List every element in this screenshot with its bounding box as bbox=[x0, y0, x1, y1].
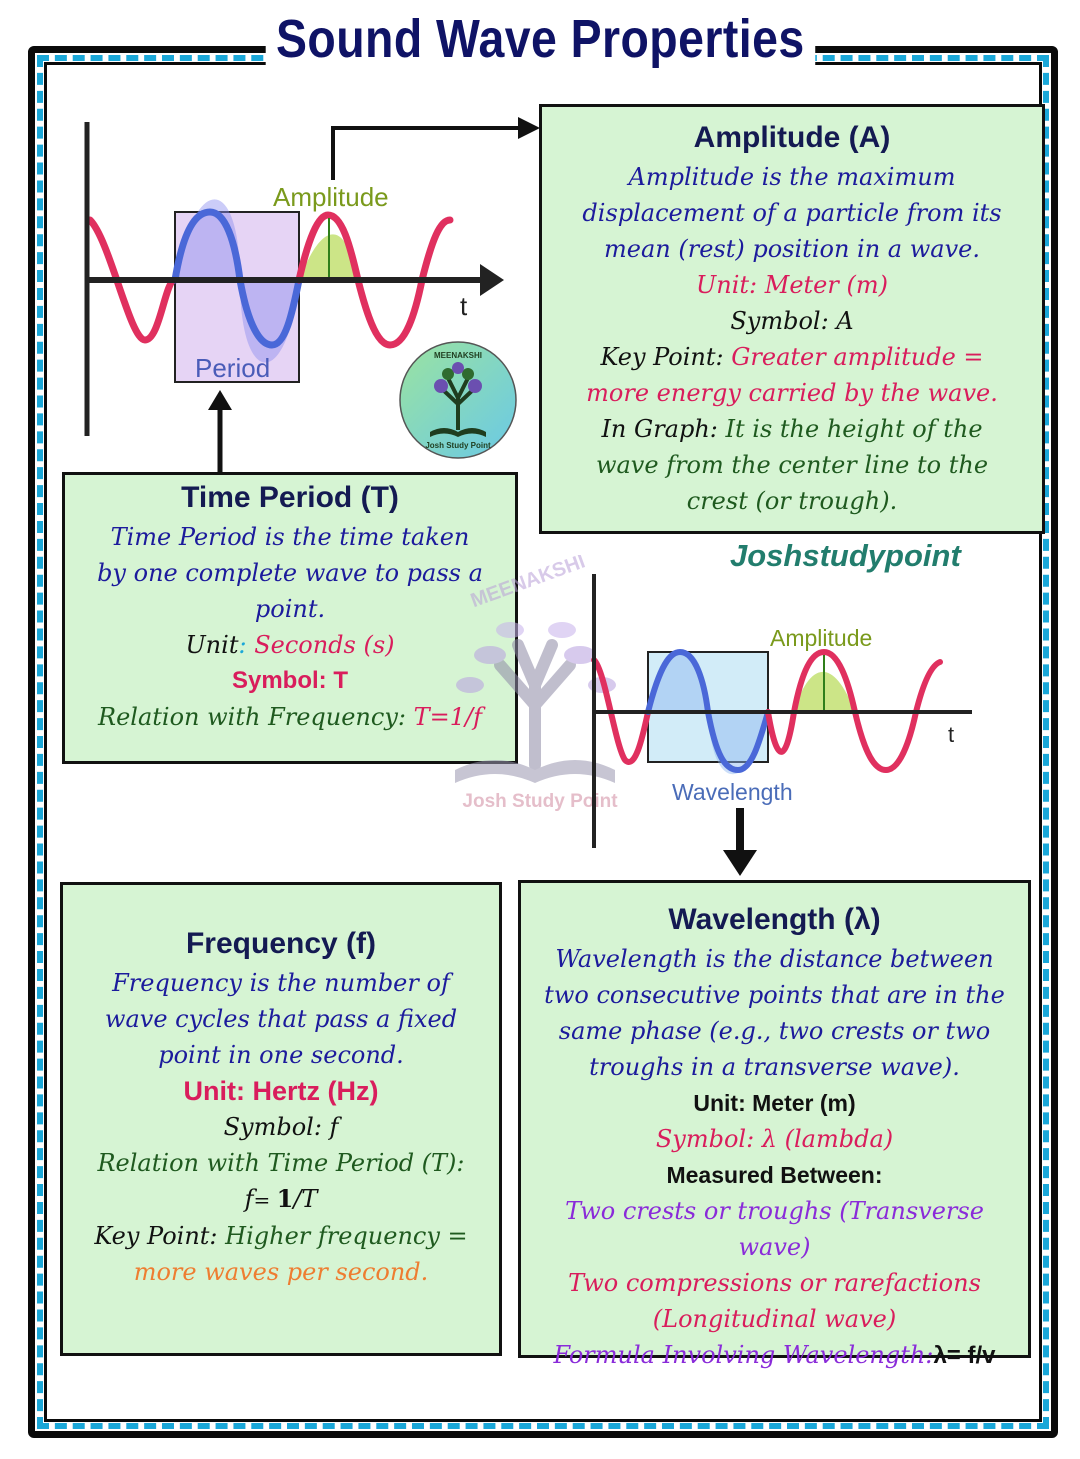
watermark-book-icon bbox=[455, 760, 615, 783]
book-icon bbox=[430, 428, 486, 437]
time-period-heading: Time Period (T) bbox=[181, 481, 399, 514]
period-wave-fill bbox=[175, 199, 299, 363]
wavelength-measured-1: Two crests or troughs (Transverse wave) bbox=[565, 1197, 984, 1261]
frequency-unit: Unit: Hertz (Hz) bbox=[183, 1076, 379, 1106]
wavelength-wave-graph: t Amplitude Wavelength bbox=[591, 574, 972, 876]
frequency-card: Frequency (f) Frequency is the number of… bbox=[60, 882, 502, 1356]
time-period-relation: Relation with Frequency: T=1/f bbox=[98, 703, 482, 731]
sine-wave-2 bbox=[591, 657, 651, 765]
sine-wave-tail bbox=[295, 211, 454, 349]
wavelength-measured-heading: Measured Between: bbox=[666, 1162, 883, 1188]
amplitude-symbol: Symbol: A bbox=[730, 307, 854, 335]
amplitude-label-2: Amplitude bbox=[770, 625, 872, 651]
wavelength-formula: Formula Involving Wavelength:λ= f/v bbox=[553, 1341, 996, 1369]
wavelength-definition: Wavelength is the distance between two c… bbox=[544, 945, 1005, 1081]
x-axis-arrowhead bbox=[480, 264, 504, 296]
amplitude-graph-note: In Graph: It is the height of the wave f… bbox=[595, 415, 989, 515]
amplitude-definition: Amplitude is the maximum displacement of… bbox=[582, 163, 1002, 263]
wavelength-card: Wavelength (λ) Wavelength is the distanc… bbox=[518, 880, 1031, 1369]
amplitude-label: Amplitude bbox=[273, 182, 389, 212]
frequency-formula: f= 1/T bbox=[244, 1184, 318, 1213]
page-title: Sound Wave Properties bbox=[265, 8, 815, 70]
watermark-name: MEENAKSHI bbox=[468, 555, 588, 612]
wavelength-label: Wavelength bbox=[672, 779, 793, 805]
time-period-symbol: Symbol: T bbox=[231, 667, 348, 694]
time-period-definition: Time Period is the time taken by one com… bbox=[97, 523, 483, 623]
frequency-key-point-2: more waves per second. bbox=[133, 1258, 429, 1286]
wavelength-arrow-head bbox=[723, 850, 757, 876]
wavelength-unit: Unit: Meter (m) bbox=[693, 1090, 856, 1116]
frequency-definition: Frequency is the number of wave cycles t… bbox=[104, 969, 458, 1069]
time-period-unit: Unit: Seconds (s) bbox=[185, 631, 395, 659]
wavelength-symbol: Symbol: λ (lambda) bbox=[655, 1125, 894, 1153]
time-period-card: Time Period (T) Time Period is the time … bbox=[62, 472, 518, 764]
amplitude-card: Amplitude (A) Amplitude is the maximum d… bbox=[539, 104, 1045, 534]
wavelength-heading: Wavelength (λ) bbox=[668, 903, 881, 936]
frequency-key-point: Key Point: Higher frequency = bbox=[94, 1222, 468, 1250]
period-box bbox=[174, 211, 300, 383]
amplitude-key-point: Key Point: Greater amplitude = more ener… bbox=[586, 343, 998, 407]
amplitude-unit: Unit: Meter (m) bbox=[696, 271, 888, 299]
period-wave-graph: t Amplitude Period bbox=[84, 117, 540, 472]
tree-icon bbox=[439, 377, 477, 430]
frequency-symbol: Symbol: f bbox=[223, 1113, 339, 1141]
watermark: MEENAKSHI Josh Study Point bbox=[455, 555, 618, 812]
frequency-heading: Frequency (f) bbox=[185, 927, 377, 960]
watermark-caption: Josh Study Point bbox=[462, 791, 618, 812]
brand-name: Joshstudypoint bbox=[730, 538, 961, 573]
amplitude-arrow-line bbox=[331, 126, 520, 180]
watermark-tree-icon bbox=[494, 639, 576, 771]
title-bar: Sound Wave Properties bbox=[0, 8, 1080, 70]
period-label: Period bbox=[195, 353, 270, 383]
wavelength-measured-2: Two compressions or rarefactions (Longit… bbox=[568, 1269, 981, 1333]
wavelength-wave-fill bbox=[648, 650, 768, 775]
amplitude-heading: Amplitude (A) bbox=[693, 121, 891, 154]
period-arrow-head bbox=[208, 390, 232, 410]
logo-name: MEENAKSHI bbox=[434, 351, 482, 360]
t-label-2: t bbox=[948, 722, 954, 747]
logo-caption: Josh Study Point bbox=[425, 441, 491, 450]
t-label: t bbox=[460, 291, 468, 321]
logo-badge: Josh Study Point MEENAKSHI bbox=[399, 341, 517, 459]
sine-wave bbox=[86, 216, 179, 344]
amplitude-arrow-head bbox=[518, 117, 540, 139]
frequency-relation: Relation with Time Period (T): bbox=[97, 1149, 465, 1177]
